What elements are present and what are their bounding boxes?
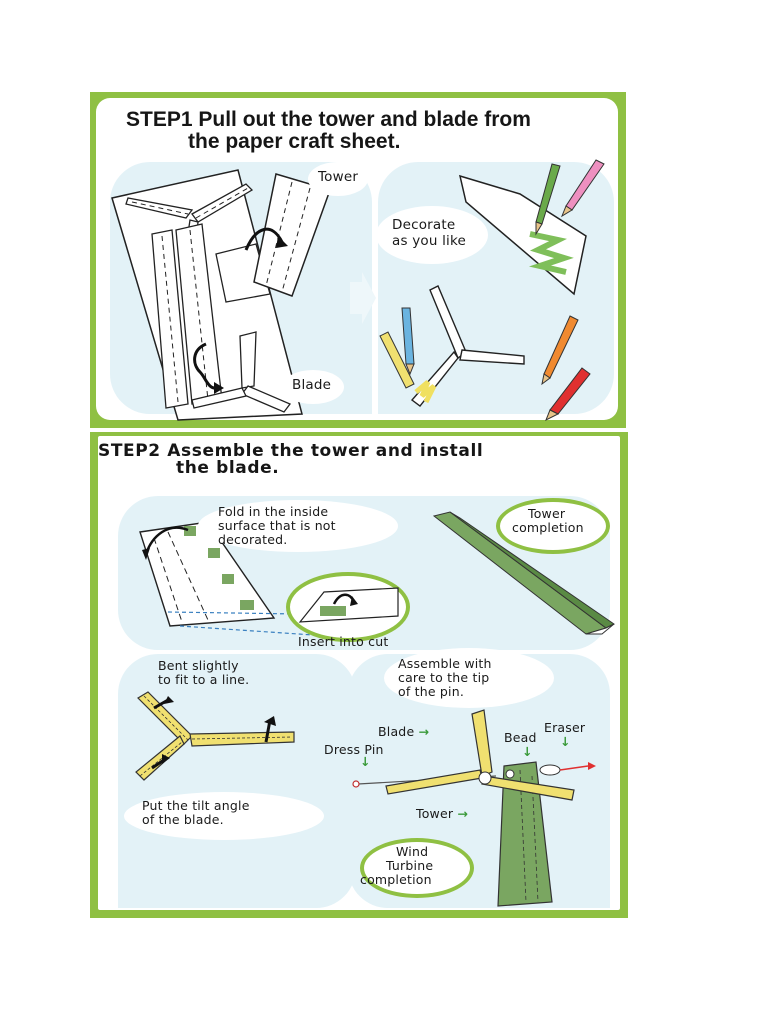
step1-panel: STEP1 Pull out the tower and blade from … [90, 92, 626, 428]
insert-detail-illustration [298, 587, 399, 623]
tilt-instruction-line2: of the blade. [142, 812, 224, 827]
blade-label: Blade [292, 377, 332, 393]
step2-title-line2: the blade. [176, 458, 280, 478]
decorate-label-line2: as you like [392, 233, 467, 249]
fold-instruction-bubble [198, 500, 398, 552]
decorate-bubble [376, 206, 488, 264]
step2-blade-background [118, 654, 356, 908]
completion-line2: Turbine [386, 858, 434, 873]
bead-part-label: Bead [504, 730, 537, 745]
step1-title-line1: STEP1 Pull out the tower and blade from [126, 108, 531, 131]
bent-instruction-line1: Bent slightly [158, 658, 239, 673]
decorated-blade-illustration [379, 285, 591, 422]
tilt-instruction-line1: Put the tilt angle [142, 798, 250, 813]
bead-down-arrow: ↓ [522, 744, 533, 759]
bent-instruction-line2: to fit to a line. [158, 672, 250, 687]
wind-turbine-completion-ring [360, 838, 474, 898]
fold-instruction-line2: surface that is not [218, 518, 336, 533]
step2-content: STEP2 Assemble the tower and install the… [98, 436, 620, 910]
insert-label: Insert into cut [298, 634, 389, 649]
step2-title-line1: STEP2 Assemble the tower and install [98, 441, 484, 461]
tower-label-bubble [308, 162, 368, 196]
tower-completion-line1: Tower [528, 506, 566, 521]
decorate-label-line1: Decorate [392, 217, 456, 233]
tilt-instruction-bubble [124, 792, 324, 840]
wind-turbine-assembly-illustration [352, 709, 596, 907]
tower-completion-line2: completion [512, 520, 584, 535]
assemble-instruction-bubble [384, 648, 554, 708]
fold-instruction-line3: decorated. [218, 532, 288, 547]
fold-instruction-line1: Fold in the inside [218, 504, 329, 519]
completion-line1: Wind [396, 844, 429, 859]
completion-line3: completion [360, 872, 432, 887]
tower-fold-illustration [139, 521, 329, 637]
blade-label-bubble [282, 370, 344, 404]
dress-pin-part-label: Dress Pin [324, 742, 384, 757]
tower-label: Tower [318, 169, 359, 185]
step1-flow-arrow [350, 272, 376, 324]
completed-tower-illustration [432, 511, 615, 635]
blade-part-label: Blade → [378, 724, 430, 739]
eraser-part-label: Eraser [544, 720, 586, 735]
bent-blade-illustration [135, 691, 295, 781]
tower-completion-ring [496, 498, 610, 554]
step1-content: STEP1 Pull out the tower and blade from … [96, 98, 618, 422]
tower-part-label: Tower → [416, 806, 469, 821]
step1-title-line2: the paper craft sheet. [188, 130, 401, 153]
step2-panel: STEP2 Assemble the tower and install the… [90, 432, 628, 918]
paper-craft-sheet-illustration [111, 169, 331, 421]
assemble-instruction-line1: Assemble with [398, 656, 492, 671]
assemble-instruction-line2: care to the tip [398, 670, 490, 685]
assemble-instruction-line3: of the pin. [398, 684, 465, 699]
eraser-down-arrow: ↓ [560, 734, 571, 749]
decorated-tower-illustration [458, 159, 605, 296]
dress-pin-down-arrow: ↓ [360, 754, 371, 769]
